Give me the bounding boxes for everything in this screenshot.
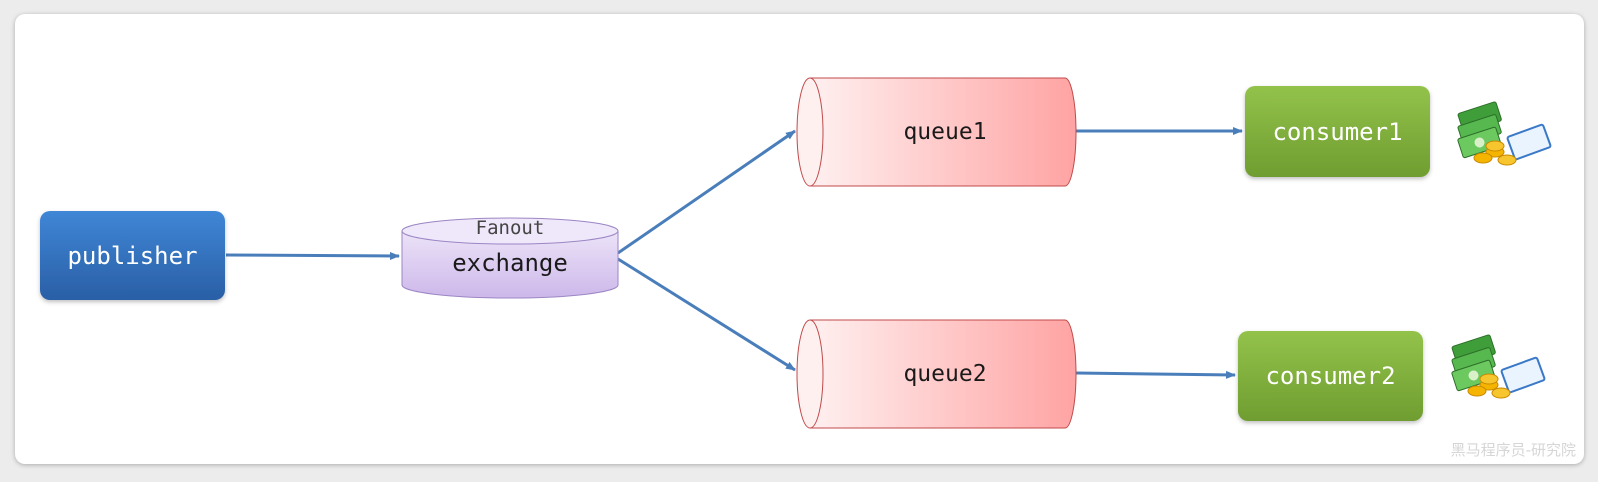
watermark: 黑马程序员-研究院 bbox=[1450, 441, 1576, 459]
money-icon bbox=[1451, 334, 1546, 399]
queue2-label: queue2 bbox=[903, 361, 987, 387]
publisher-node bbox=[40, 211, 225, 300]
queue1-node bbox=[796, 77, 1077, 187]
exchange-type-label: Fanout bbox=[475, 217, 545, 239]
arrow-exchange-queue2 bbox=[617, 257, 796, 372]
queue2-node bbox=[796, 319, 1077, 429]
exchange-node bbox=[401, 217, 619, 299]
consumer1-label: consumer1 bbox=[1272, 117, 1403, 146]
queue1-label: queue1 bbox=[903, 119, 987, 145]
publisher-label: publisher bbox=[67, 241, 198, 270]
money-icon bbox=[1457, 101, 1552, 166]
exchange-label: exchange bbox=[452, 249, 568, 277]
consumer1-node bbox=[1245, 86, 1430, 177]
arrow-publisher-exchange bbox=[225, 251, 400, 260]
consumer2-label: consumer2 bbox=[1265, 362, 1396, 390]
arrow-exchange-queue1 bbox=[617, 129, 796, 255]
consumer2-node bbox=[1238, 331, 1423, 421]
arrow-queue2-consumer2 bbox=[1075, 370, 1236, 379]
